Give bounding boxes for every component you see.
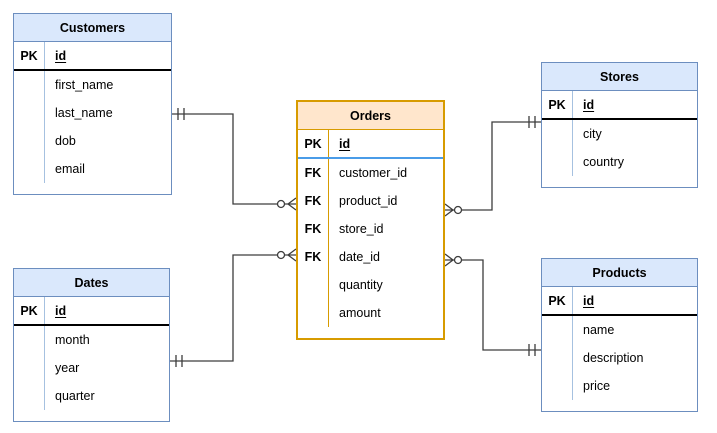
table-row: price [542,372,697,400]
column-name: email [55,162,85,176]
column-name: quantity [339,278,383,292]
table-row: dob [14,127,171,155]
cardinality-zero-marker [276,250,286,260]
fk-badge: FK [298,187,329,215]
key-cell [14,71,45,99]
table-row: FK date_id [298,243,443,271]
column-name: first_name [55,78,114,92]
fk-badge: FK [298,159,329,187]
table-row: month [14,326,169,354]
column-name: month [55,333,90,347]
cardinality-one-marker [528,116,536,128]
table-row: PK id [542,287,697,316]
column-name: id [339,136,351,151]
key-cell [542,344,573,372]
table-row: PK id [298,130,443,159]
cardinality-one-marker [177,108,185,120]
pk-badge: PK [14,42,45,69]
column-name: id [583,97,595,112]
column-name: price [583,379,611,393]
relationship-dates-orders[interactable] [170,248,297,367]
table-row: quantity [298,271,443,299]
table-row: FK product_id [298,187,443,215]
column-name: year [55,361,80,375]
cardinality-one-marker [175,355,183,367]
relationship-orders-products[interactable] [444,253,541,356]
fk-badge: FK [298,215,329,243]
key-cell [542,120,573,148]
table-row: FK customer_id [298,159,443,187]
pk-badge: PK [542,91,573,118]
crow-foot-icon [444,203,454,217]
column-name: country [583,155,624,169]
table-row: first_name [14,71,171,99]
column-name: product_id [339,194,398,208]
key-cell [298,299,329,327]
column-name: name [583,323,615,337]
table-row: city [542,120,697,148]
table-row: PK id [14,297,169,326]
table-row: PK id [542,91,697,120]
column-name: id [55,48,67,63]
table-row: PK id [14,42,171,71]
column-name: store_id [339,222,384,236]
pk-badge: PK [298,130,329,157]
entity-title: Products [542,259,697,287]
table-row: last_name [14,99,171,127]
crow-foot-icon [287,248,297,262]
column-name: city [583,127,602,141]
crow-foot-icon [287,197,297,211]
column-name: id [583,293,595,308]
pk-badge: PK [542,287,573,314]
entity-title: Dates [14,269,169,297]
key-cell [14,99,45,127]
entity-title: Orders [298,102,443,130]
relationship-customers-orders[interactable] [172,108,297,211]
fk-badge: FK [298,243,329,271]
table-row: country [542,148,697,176]
column-name: id [55,303,67,318]
table-row: amount [298,299,443,327]
entity-orders[interactable]: Orders PK id FK customer_id FK product_i… [296,100,445,340]
table-row: name [542,316,697,344]
entity-title: Customers [14,14,171,42]
entity-products[interactable]: Products PK id name description price [541,258,698,412]
column-name: dob [55,134,76,148]
table-row: quarter [14,382,169,410]
column-name: quarter [55,389,95,403]
table-row: year [14,354,169,382]
key-cell [542,148,573,176]
table-row: email [14,155,171,183]
crow-foot-icon [444,253,454,267]
column-name: last_name [55,106,113,120]
cardinality-zero-marker [276,199,286,209]
cardinality-zero-marker [453,205,463,215]
pk-badge: PK [14,297,45,324]
cardinality-zero-marker [453,255,463,265]
key-cell [298,271,329,299]
relationship-orders-stores[interactable] [444,116,541,217]
key-cell [14,382,45,410]
column-name: description [583,351,644,365]
entity-title: Stores [542,63,697,91]
key-cell [14,155,45,183]
key-cell [14,354,45,382]
cardinality-one-marker [528,344,536,356]
table-row: description [542,344,697,372]
column-name: customer_id [339,166,408,180]
key-cell [542,372,573,400]
column-name: amount [339,306,381,320]
table-row: FK store_id [298,215,443,243]
entity-customers[interactable]: Customers PK id first_name last_name dob… [13,13,172,195]
key-cell [14,326,45,354]
entity-dates[interactable]: Dates PK id month year quarter [13,268,170,422]
entity-stores[interactable]: Stores PK id city country [541,62,698,188]
column-name: date_id [339,250,381,264]
key-cell [542,316,573,344]
key-cell [14,127,45,155]
